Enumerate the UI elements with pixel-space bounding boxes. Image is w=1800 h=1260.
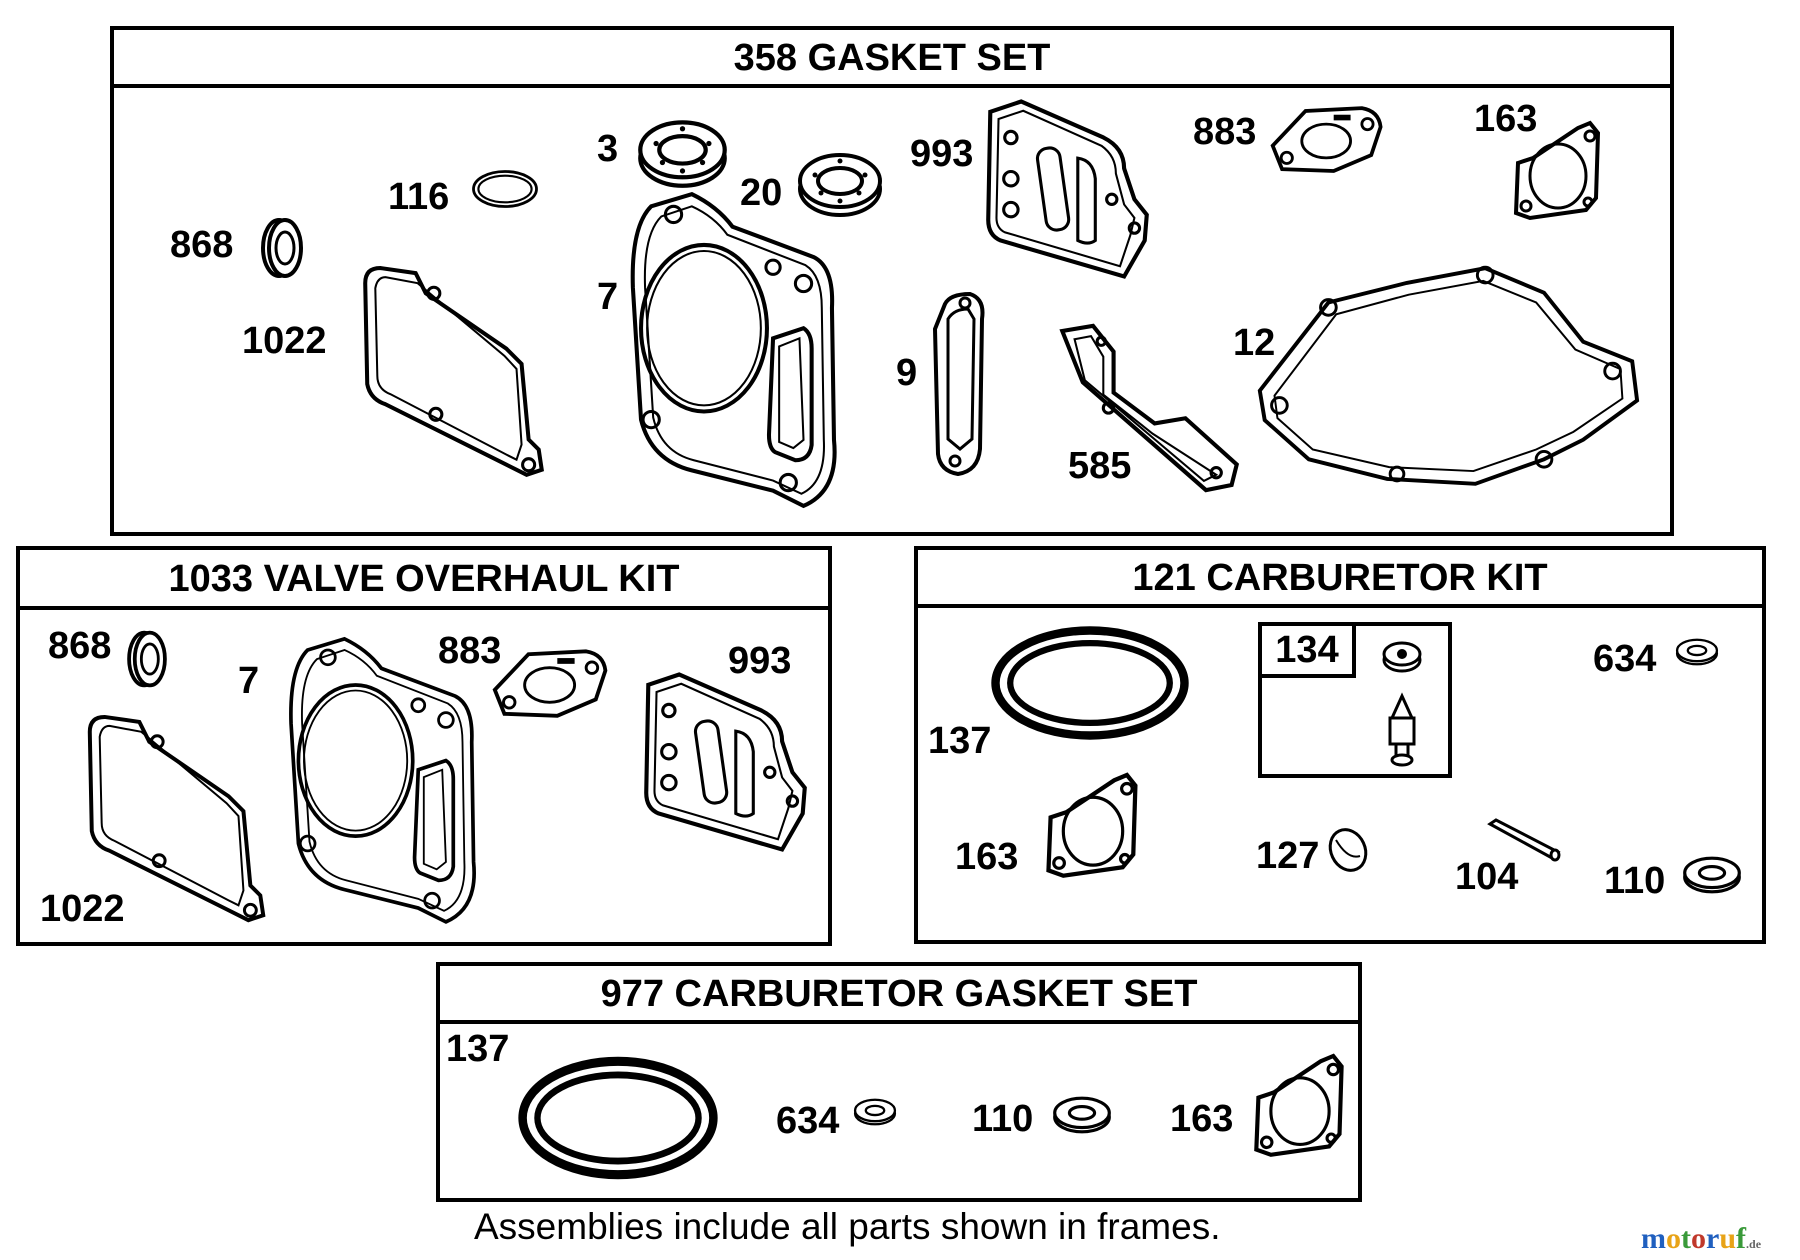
seal-3: [635, 116, 730, 190]
label-883: 883: [1193, 111, 1257, 153]
carb-kit-title: 121 CARBURETOR KIT: [918, 550, 1762, 608]
carb-gasket-163: [1248, 1046, 1352, 1170]
washer-634: [852, 1096, 898, 1128]
label-993: 993: [910, 133, 974, 175]
label-634: 634: [776, 1100, 840, 1142]
label-883: 883: [438, 630, 502, 672]
carb-gasket-163: [1040, 768, 1146, 888]
label-12: 12: [1233, 322, 1276, 364]
label-9: 9: [896, 352, 918, 394]
label-163: 163: [955, 836, 1019, 878]
label-868: 868: [48, 625, 112, 667]
welch-plug-127: [1326, 826, 1370, 874]
oil-seal-868: [255, 213, 309, 283]
washer-110: [1050, 1094, 1114, 1136]
intake-gasket-883: [1268, 102, 1390, 180]
valve-plate-993: [638, 666, 813, 858]
label-993: 993: [728, 640, 792, 682]
label-868: 868: [170, 224, 234, 266]
o-ring-116: [470, 168, 540, 210]
label-1022: 1022: [242, 320, 327, 362]
watermark-brand: motoruf: [1641, 1222, 1747, 1255]
label-7: 7: [238, 660, 260, 702]
label-585: 585: [1068, 445, 1132, 487]
label-137: 137: [928, 720, 992, 762]
gasket-set-title: 358 GASKET SET: [114, 30, 1670, 88]
label-3: 3: [597, 128, 619, 170]
label-104: 104: [1455, 856, 1519, 898]
label-110: 110: [972, 1098, 1034, 1140]
label-116: 116: [388, 176, 450, 218]
valve-kit-title: 1033 VALVE OVERHAUL KIT: [20, 550, 828, 610]
o-ring-137: [512, 1050, 724, 1186]
label-7: 7: [597, 276, 619, 318]
pin-104: [1484, 818, 1564, 868]
carb-gasket-set-title: 977 CARBURETOR GASKET SET: [440, 966, 1358, 1024]
washer-110: [1680, 854, 1744, 896]
label-127: 127: [1256, 835, 1320, 877]
head-gasket-7: [620, 186, 855, 511]
crankcase-gasket-12: [1250, 258, 1642, 494]
label-163: 163: [1170, 1098, 1234, 1140]
intake-gasket-883: [490, 646, 615, 724]
label-634: 634: [1593, 638, 1657, 680]
label-1022: 1022: [40, 888, 125, 930]
carb-kit-frame: 121 CARBURETOR KIT: [914, 546, 1766, 944]
label-110: 110: [1604, 860, 1666, 902]
needle-valve-subframe: 134: [1258, 622, 1452, 778]
assemblies-footnote: Assemblies include all parts shown in fr…: [474, 1206, 1221, 1247]
washer-634: [1674, 636, 1720, 668]
label-20: 20: [740, 172, 783, 214]
valve-plate-993: [980, 94, 1155, 284]
watermark-logo: motoruf.de: [1641, 1222, 1761, 1256]
label-137: 137: [446, 1028, 510, 1070]
o-ring-137: [985, 620, 1195, 746]
breather-gasket-9: [930, 286, 990, 482]
inlet-needle-icon: [1382, 641, 1422, 767]
cover-gasket-1022: [352, 263, 560, 495]
head-gasket-7: [280, 628, 492, 930]
label-163: 163: [1474, 98, 1538, 140]
label-134: 134: [1262, 626, 1356, 678]
oil-seal-868: [122, 626, 172, 692]
watermark-suffix: .de: [1746, 1237, 1762, 1251]
